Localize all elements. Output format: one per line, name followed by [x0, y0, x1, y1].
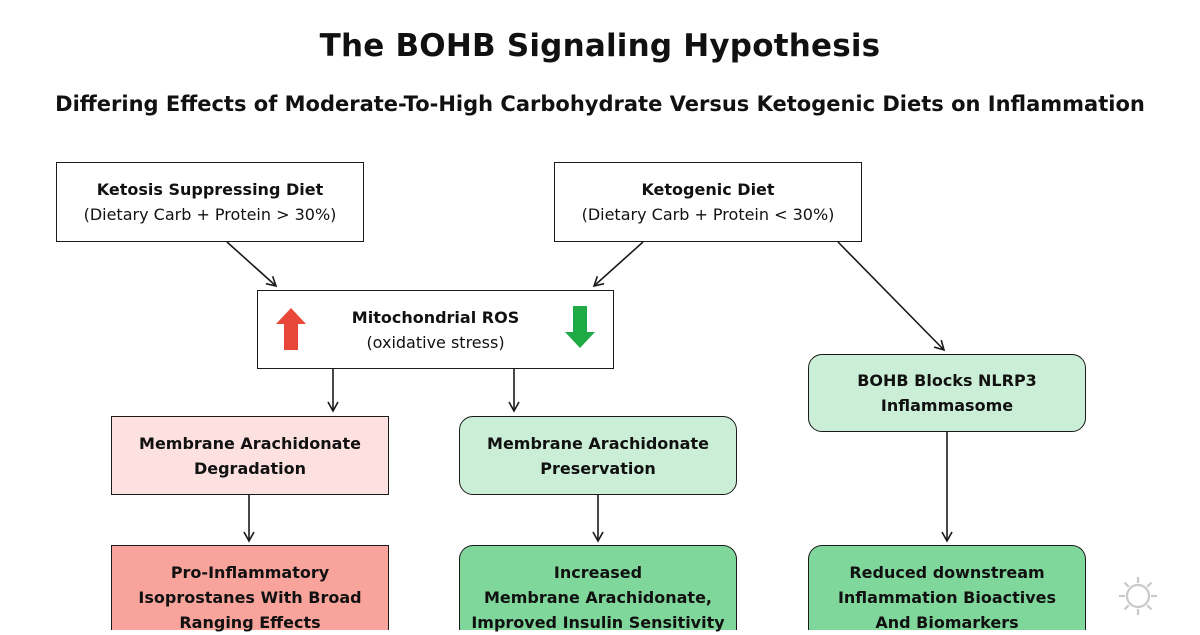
node-line-1: Increased — [553, 563, 643, 582]
node-arachidonate-degradation: Membrane Arachidonate Degradation — [111, 416, 389, 495]
node-title: Ketogenic Diet — [641, 180, 775, 199]
arrow-ketogenic-to-ros — [592, 241, 644, 288]
node-title: Ketosis Suppressing Diet — [96, 180, 324, 199]
gear-icon — [1119, 577, 1157, 615]
node-line-1: Reduced downstream — [849, 563, 1045, 582]
page-title: The BOHB Signaling Hypothesis — [319, 28, 881, 64]
page-subtitle: Differing Effects of Moderate-To-High Ca… — [55, 92, 1145, 116]
node-detail: (oxidative stress) — [366, 332, 505, 352]
node-line-3: And Biomarkers — [875, 613, 1019, 632]
node-line-1: Membrane Arachidonate — [139, 433, 361, 453]
node-reduced-inflammation: Reduced downstream Inflammation Bioactiv… — [808, 545, 1086, 632]
node-line-1: BOHB Blocks NLRP3 — [857, 371, 1037, 390]
node-line-1: Membrane Arachidonate — [487, 433, 709, 453]
node-title: Mitochondrial ROS — [351, 307, 520, 327]
node-line-1: Pro-Inflammatory — [170, 563, 330, 582]
node-bohb-blocks-nlrp3: BOHB Blocks NLRP3 Inflammasome — [808, 354, 1086, 432]
node-line-3: Ranging Effects — [179, 613, 321, 632]
node-mitochondrial-ros: Mitochondrial ROS (oxidative stress) — [257, 290, 614, 369]
arrow-up-icon — [276, 308, 306, 350]
node-increased-arachidonate: Increased Membrane Arachidonate, Improve… — [459, 545, 737, 632]
node-ketogenic-diet: Ketogenic Diet (Dietary Carb + Protein <… — [554, 162, 862, 242]
node-detail: (Dietary Carb + Protein < 30%) — [581, 205, 835, 224]
node-line-2: Inflammation Bioactives — [837, 588, 1057, 607]
node-line-3: Improved Insulin Sensitivity — [471, 613, 725, 632]
node-line-2: Isoprostanes With Broad — [138, 588, 362, 607]
arrow-ketosis-to-ros — [226, 241, 278, 288]
arrow-down-icon — [565, 306, 595, 348]
node-line-2: Inflammasome — [880, 396, 1014, 415]
arrow-ketogenic-to-bohb — [837, 241, 946, 352]
node-line-2: Preservation — [540, 458, 656, 478]
node-ketosis-suppressing-diet: Ketosis Suppressing Diet (Dietary Carb +… — [56, 162, 364, 242]
node-pro-inflammatory-isoprostanes: Pro-Inflammatory Isoprostanes With Broad… — [111, 545, 389, 632]
node-line-2: Degradation — [193, 458, 307, 478]
node-detail: (Dietary Carb + Protein > 30%) — [83, 205, 337, 224]
node-line-2: Membrane Arachidonate, — [483, 588, 713, 607]
node-arachidonate-preservation: Membrane Arachidonate Preservation — [459, 416, 737, 495]
